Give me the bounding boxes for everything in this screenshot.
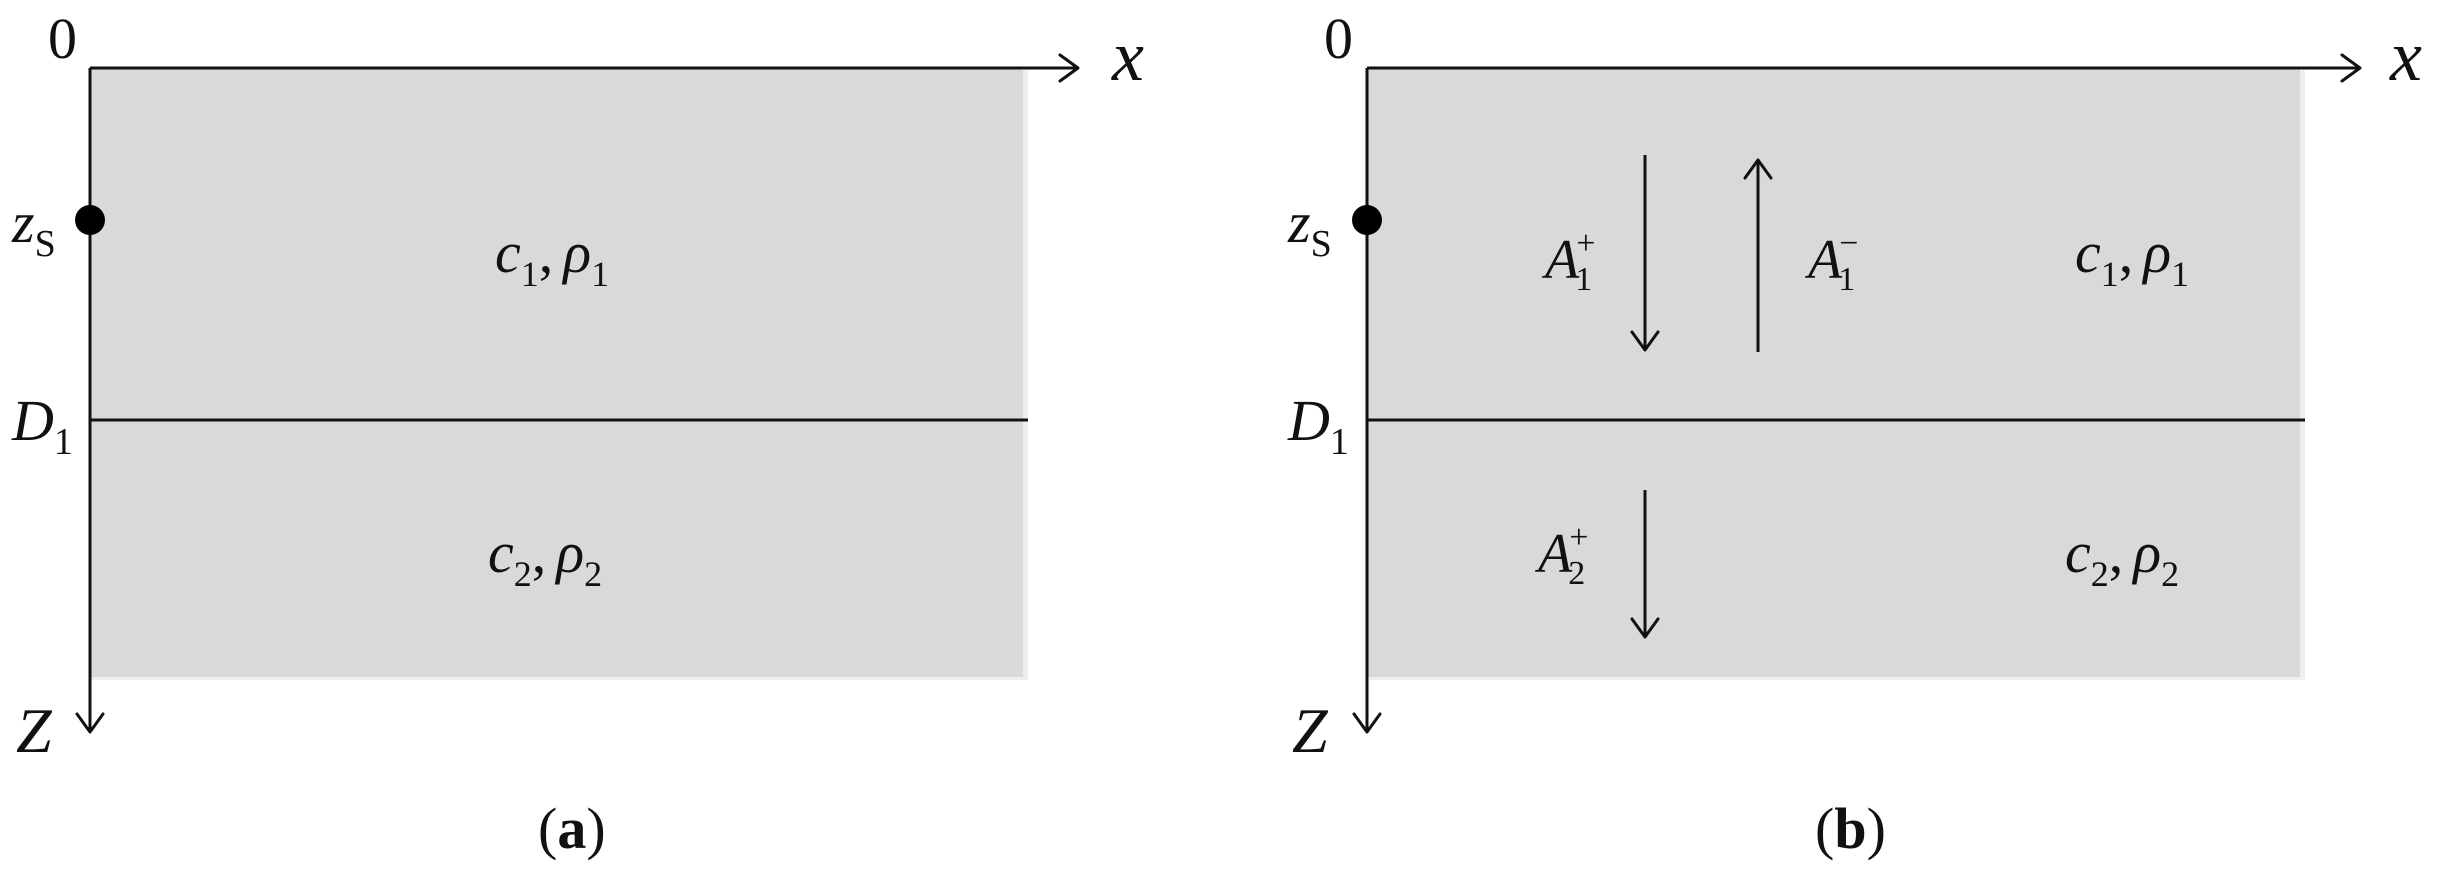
wave-label-A2-plus: A2+	[1534, 519, 1588, 592]
x-axis-label-b: x	[2389, 16, 2422, 96]
medium-background-a	[90, 68, 1023, 677]
downgoing-wave-arrowhead-layer1	[1630, 330, 1660, 352]
source-depth-label-b: zS	[1287, 190, 1332, 265]
medium-background-b	[1367, 68, 2300, 677]
panel-a: 0 x Z zS D1 c1,ρ1 c2,ρ2 (a)	[11, 6, 1144, 861]
z-axis-label-b: Z	[1292, 695, 1329, 766]
z-axis-arrow-a	[75, 712, 105, 734]
layer2-properties-a: c2,ρ2	[488, 520, 602, 594]
wave-label-A1-minus: A1−	[1804, 225, 1858, 298]
z-axis-label-a: Z	[16, 695, 53, 766]
z-axis-arrow-b	[1352, 712, 1382, 734]
panel-b: 0 x Z zS D1 A1+ A1− A2+ c1,ρ1 c2,ρ2	[1287, 6, 2422, 861]
x-axis-arrow-a	[1058, 53, 1080, 83]
x-axis-label-a: x	[1111, 16, 1144, 96]
origin-label-a: 0	[48, 6, 77, 71]
caption-a: (a)	[538, 796, 606, 861]
upgoing-wave-arrowhead-layer1	[1743, 158, 1773, 180]
caption-b: (b)	[1815, 796, 1886, 861]
layer2-properties-b: c2,ρ2	[2065, 520, 2179, 594]
source-depth-label-a: zS	[11, 190, 56, 265]
wave-label-A1-plus: A1+	[1541, 225, 1595, 298]
interface-depth-label-b: D1	[1287, 388, 1349, 463]
origin-label-b: 0	[1324, 6, 1353, 71]
layer1-properties-b: c1,ρ1	[2075, 220, 2189, 294]
source-point-b	[1352, 205, 1382, 235]
interface-depth-label-a: D1	[11, 388, 73, 463]
x-axis-arrow-b	[2340, 53, 2362, 83]
source-point-a	[75, 205, 105, 235]
layer1-properties-a: c1,ρ1	[495, 220, 609, 294]
downgoing-wave-arrowhead-layer2	[1630, 617, 1660, 639]
